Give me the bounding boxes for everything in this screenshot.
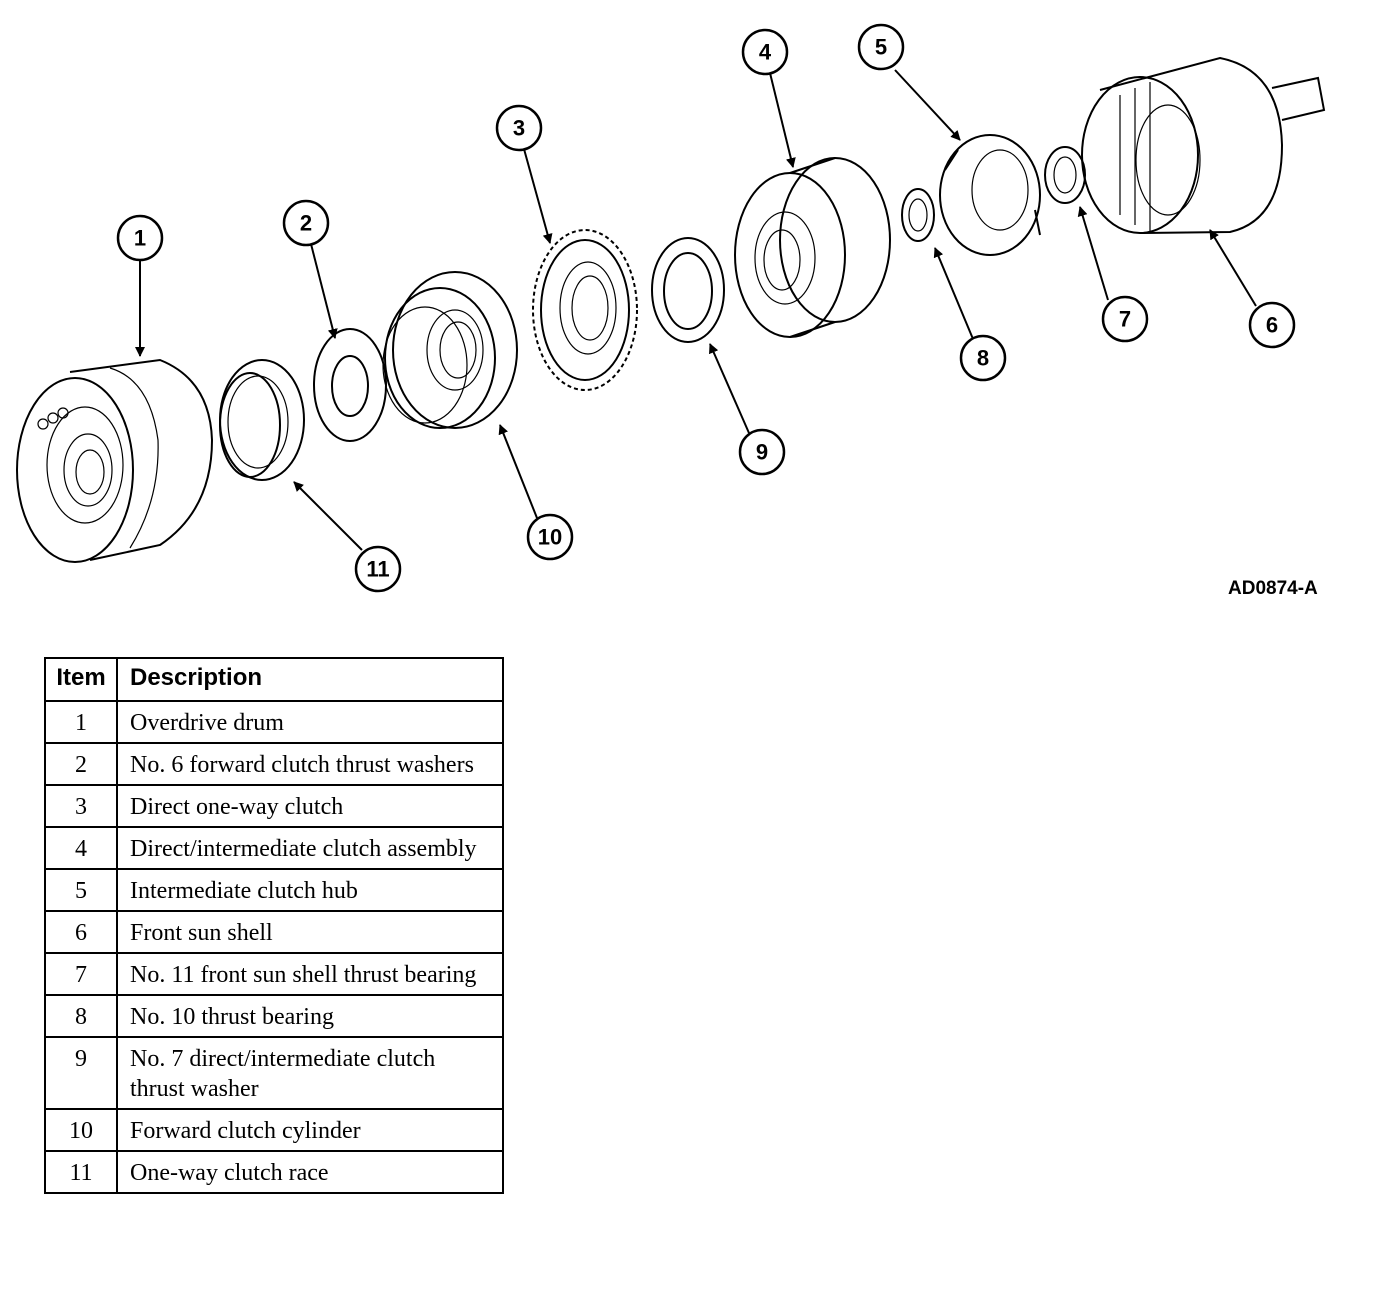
svg-text:6: 6 (1266, 313, 1278, 338)
callout-7: 7 (1101, 295, 1149, 343)
part-direct-one-way-clutch (532, 229, 638, 391)
legend-item-description: Overdrive drum (116, 700, 504, 744)
legend-item-description: No. 6 forward clutch thrust washers (116, 742, 504, 786)
legend-item-number: 3 (44, 784, 118, 828)
exploded-view-diagram: 1 2 3 4 5 6 7 8 9 10 11 (16, 23, 1326, 593)
part-thrust-bearing-no10 (901, 188, 935, 242)
callout-8: 8 (959, 334, 1007, 382)
legend-item-number: 1 (44, 700, 118, 744)
callout-6: 6 (1248, 301, 1296, 349)
legend-header-row: Item Description (44, 657, 504, 702)
part-thrust-washer-no6 (313, 328, 387, 442)
callout-1: 1 (116, 214, 164, 262)
callout-10: 10 (526, 513, 574, 561)
part-overdrive-drum (16, 358, 214, 563)
legend-item-description: Front sun shell (116, 910, 504, 954)
part-forward-clutch-cylinder (382, 271, 518, 429)
legend-item-number: 7 (44, 952, 118, 996)
legend-item-number: 8 (44, 994, 118, 1038)
legend-header-item: Item (44, 657, 118, 702)
part-one-way-clutch-race (219, 359, 305, 481)
legend-item-number: 11 (44, 1150, 118, 1194)
part-direct-intermediate-clutch (734, 157, 891, 338)
figure-code: AD0874-A (1228, 578, 1318, 599)
legend-item-description: No. 7 direct/intermediate clutch thrust … (116, 1036, 504, 1110)
svg-text:9: 9 (756, 440, 768, 465)
leader-arrows (135, 69, 1257, 551)
part-front-sun-shell (1081, 56, 1326, 234)
svg-text:11: 11 (366, 557, 389, 582)
svg-text:4: 4 (759, 40, 772, 65)
legend-item-description: No. 10 thrust bearing (116, 994, 504, 1038)
part-thrust-bearing-no11 (1044, 146, 1086, 204)
svg-text:5: 5 (875, 35, 887, 60)
callout-5: 5 (857, 23, 905, 71)
svg-text:10: 10 (538, 525, 562, 550)
svg-text:1: 1 (134, 226, 146, 251)
legend-item-number: 5 (44, 868, 118, 912)
legend-item-description: Intermediate clutch hub (116, 868, 504, 912)
callout-3: 3 (495, 104, 543, 152)
legend-item-description: Forward clutch cylinder (116, 1108, 504, 1152)
legend-item-number: 6 (44, 910, 118, 954)
legend-item-number: 2 (44, 742, 118, 786)
legend-item-number: 9 (44, 1036, 118, 1110)
svg-text:8: 8 (977, 346, 989, 371)
callout-9: 9 (738, 428, 786, 476)
svg-text:7: 7 (1119, 307, 1131, 332)
part-intermediate-clutch-hub (939, 134, 1041, 256)
legend-item-description: No. 11 front sun shell thrust bearing (116, 952, 504, 996)
svg-text:3: 3 (513, 116, 525, 141)
legend-item-number: 10 (44, 1108, 118, 1152)
part-thrust-washer-no7 (651, 237, 725, 343)
svg-text:2: 2 (300, 211, 312, 236)
callout-11: 11 (354, 545, 402, 593)
callout-4: 4 (741, 28, 789, 76)
legend-item-description: Direct one-way clutch (116, 784, 504, 828)
legend-item-number: 4 (44, 826, 118, 870)
callout-2: 2 (282, 199, 330, 247)
legend-item-description: One-way clutch race (116, 1150, 504, 1194)
legend-item-description: Direct/intermediate clutch assembly (116, 826, 504, 870)
legend-header-description: Description (116, 657, 504, 702)
